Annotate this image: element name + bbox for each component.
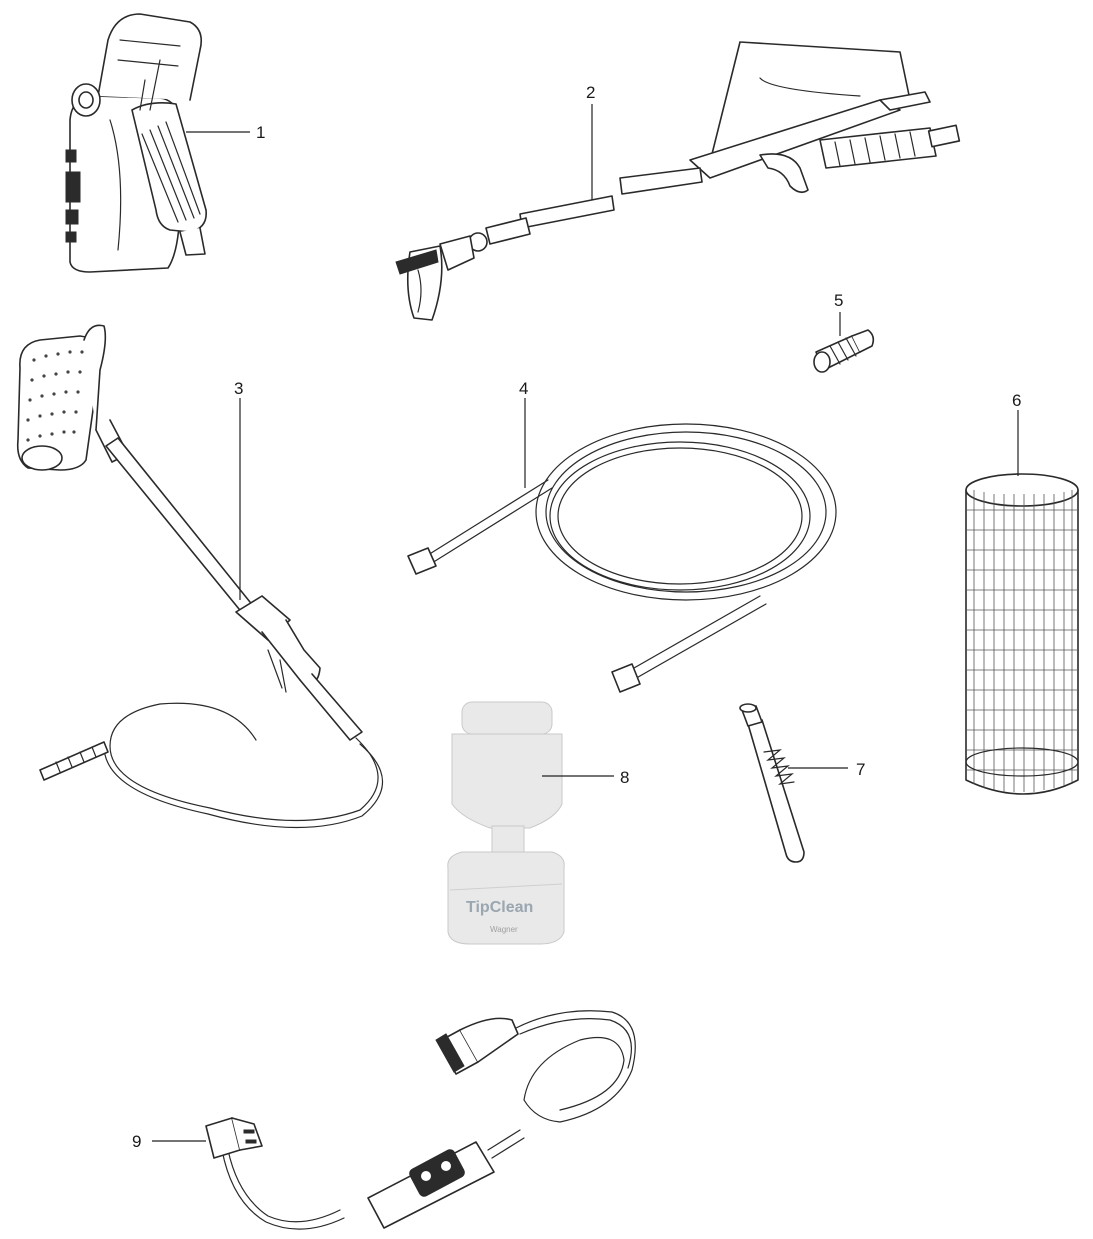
hose-illustration — [407, 398, 837, 693]
callout-6: 6 — [1012, 391, 1021, 410]
callout-7: 7 — [856, 760, 865, 779]
bottle-brand: Wagner — [490, 925, 518, 934]
callout-2: 2 — [586, 83, 595, 102]
bottle-label: TipClean — [466, 899, 533, 916]
spring-tube-illustration — [739, 703, 848, 863]
callout-5: 5 — [834, 291, 843, 310]
filter-mesh-illustration — [965, 410, 1079, 795]
callout-8: 8 — [620, 768, 629, 787]
callout-4: 4 — [519, 379, 528, 398]
extension-gun-illustration — [395, 41, 961, 321]
fitting-illustration — [813, 312, 875, 373]
power-cord-illustration — [152, 1010, 636, 1230]
paint-roller-illustration — [16, 324, 384, 829]
callout-1: 1 — [256, 123, 265, 142]
spray-gun-illustration — [65, 13, 250, 273]
callout-9: 9 — [132, 1132, 141, 1151]
tipclean-bottle-illustration: TipClean Wagner — [447, 701, 614, 945]
callout-3: 3 — [234, 379, 243, 398]
